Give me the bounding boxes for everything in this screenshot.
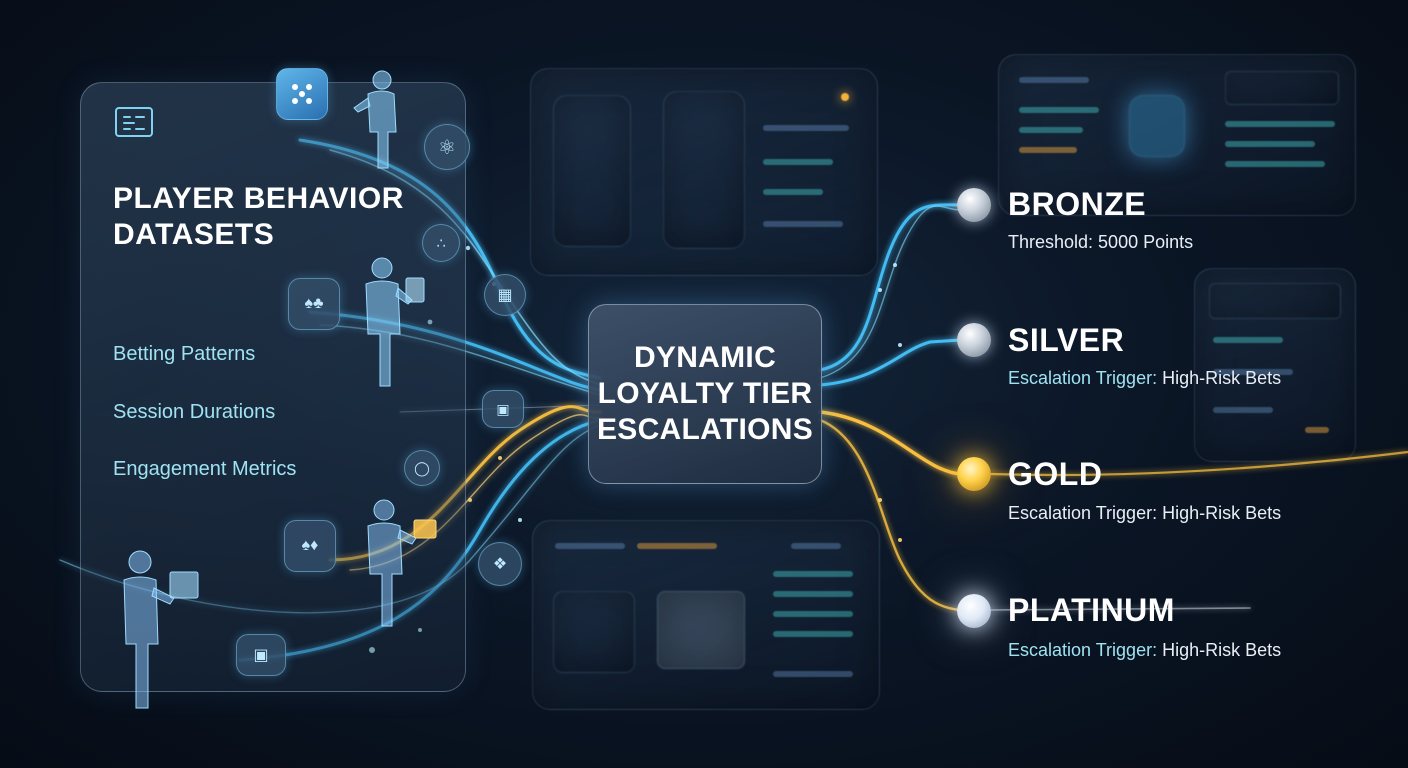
background-shield-icon xyxy=(1129,95,1185,157)
tier-detail-value: 5000 Points xyxy=(1093,232,1194,252)
playing-cards-icon: ♠♣ xyxy=(288,278,340,330)
flow-gold-beam xyxy=(988,450,1408,477)
flow-platinum-beam xyxy=(989,607,1251,611)
coin-icon: ◯ xyxy=(404,450,440,486)
dynamic-loyalty-tier-hub: DYNAMIC LOYALTY TIER ESCALATIONS xyxy=(588,304,822,484)
tier-name-platinum: PLATINUM xyxy=(1008,592,1175,628)
metric-betting-patterns: Betting Patterns xyxy=(113,343,256,365)
chip-stack-icon: ▦ xyxy=(484,274,526,316)
menu-icon xyxy=(115,107,153,137)
tier-detail-key: Escalation Trigger: xyxy=(1008,640,1158,660)
slot-machine-icon: ▣ xyxy=(236,634,286,676)
metric-session-durations: Session Durations xyxy=(113,401,276,423)
tier-detail-key: Threshold: xyxy=(1008,232,1094,252)
flow-to-bronze xyxy=(818,203,962,372)
dice-icon xyxy=(276,68,328,120)
background-button xyxy=(1209,283,1341,319)
platinum-tier-orb xyxy=(957,594,991,628)
flow-to-platinum xyxy=(818,418,962,612)
flow-blue-mid-2 xyxy=(319,324,601,396)
flow-to-gold xyxy=(818,410,962,476)
tier-detail-silver: Escalation Trigger: High-Risk Bets xyxy=(1008,368,1281,389)
background-phone-mockup xyxy=(553,95,631,247)
flow-blue-bottom xyxy=(238,418,602,662)
flow-gold-lower-2 xyxy=(349,414,601,571)
background-logo-tile xyxy=(657,591,745,669)
tier-detail-value: High-Risk Bets xyxy=(1157,503,1282,523)
hub-title: DYNAMIC LOYALTY TIER ESCALATIONS xyxy=(596,341,814,446)
panel-title: PLAYER BEHAVIOR DATASETS xyxy=(113,182,404,251)
background-dashboard-top-center xyxy=(530,68,878,276)
tier-detail-platinum: Escalation Trigger: High-Risk Bets xyxy=(1008,640,1281,661)
gold-tier-orb xyxy=(957,457,991,491)
tier-name-gold: GOLD xyxy=(1008,456,1103,492)
slot-machine-icon: ▣ xyxy=(482,390,524,428)
person-with-tablet-icon xyxy=(365,257,425,387)
poker-chip-icon: ❖ xyxy=(478,542,522,586)
person-standing-icon xyxy=(353,70,397,169)
background-button xyxy=(1225,71,1339,105)
tier-detail-key: Escalation Trigger: xyxy=(1008,503,1158,523)
network-icon: ∴ xyxy=(422,224,460,262)
background-dashboard-right xyxy=(1194,268,1356,462)
poker-chip-icon: ⚛ xyxy=(424,124,470,170)
flow-to-bronze-2 xyxy=(819,205,961,379)
tier-name-silver: SILVER xyxy=(1008,322,1125,358)
tier-name-bronze: BRONZE xyxy=(1008,186,1147,222)
metric-engagement-metrics: Engagement Metrics xyxy=(113,458,297,480)
tier-detail-key: Escalation Trigger: xyxy=(1008,368,1158,388)
tier-detail-gold: Escalation Trigger: High-Risk Bets xyxy=(1008,503,1281,524)
person-with-laptop-icon xyxy=(123,550,199,709)
tier-detail-bronze: Threshold: 5000 Points xyxy=(1008,232,1193,253)
bronze-tier-orb xyxy=(957,188,991,222)
background-phone-mockup xyxy=(663,91,745,249)
playing-cards-icon: ♠♦ xyxy=(284,520,336,572)
tier-detail-value: High-Risk Bets xyxy=(1157,368,1282,388)
background-dashboard-bottom-center xyxy=(532,520,880,710)
background-logo-tile xyxy=(553,591,635,673)
background-dashboard-top-right xyxy=(998,54,1356,216)
silver-tier-orb xyxy=(957,323,991,357)
tier-detail-value: High-Risk Bets xyxy=(1157,640,1282,660)
person-with-tablet-icon xyxy=(367,499,437,627)
flow-to-silver xyxy=(818,338,962,387)
